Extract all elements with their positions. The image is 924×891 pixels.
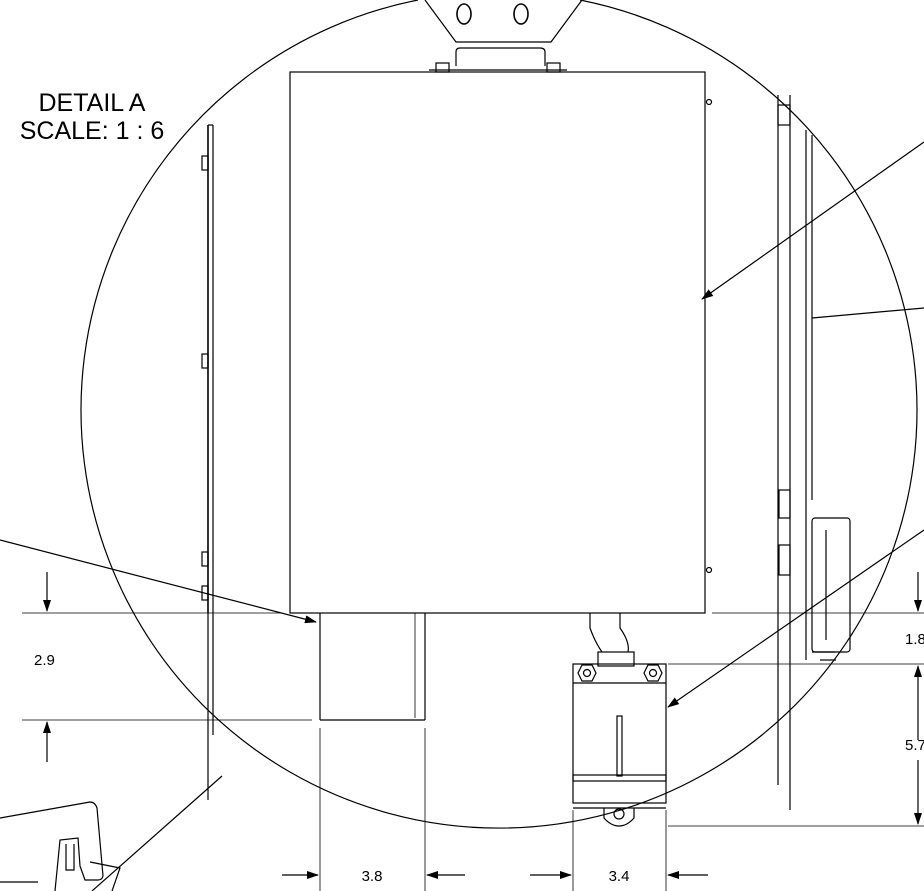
leader-lines	[0, 141, 924, 891]
dim-label-2-9: 2.9	[34, 652, 55, 669]
dim-label-1-8: 1.8	[905, 631, 924, 648]
stud-hole-icon	[513, 3, 529, 25]
left-rail	[201, 124, 214, 800]
connector-device	[572, 613, 667, 827]
lower-left-part	[0, 801, 121, 891]
dim-label-5-7: 5.7	[905, 737, 924, 754]
dim-label-3-4: 3.4	[609, 868, 630, 885]
top-bracket	[424, 0, 583, 73]
lower-duct	[319, 613, 426, 721]
detail-title: DETAIL A	[39, 89, 146, 117]
detail-scale: SCALE: 1 : 6	[20, 117, 165, 145]
dimension-1-8: 1.8	[905, 572, 924, 648]
detail-circle	[80, 0, 918, 829]
right-rail	[777, 95, 924, 810]
dimension-3-8: 3.8	[282, 868, 465, 885]
dimension-2-9: 2.9	[34, 572, 55, 762]
dimension-5-7: 5.7	[905, 665, 924, 825]
main-enclosure	[289, 71, 713, 614]
dimension-3-4: 3.4	[530, 868, 708, 885]
detail-title-block: DETAIL A SCALE: 1 : 6	[20, 89, 165, 145]
extension-lines	[22, 612, 924, 891]
dim-label-3-8: 3.8	[362, 868, 383, 885]
stud-hole-icon	[456, 3, 472, 25]
